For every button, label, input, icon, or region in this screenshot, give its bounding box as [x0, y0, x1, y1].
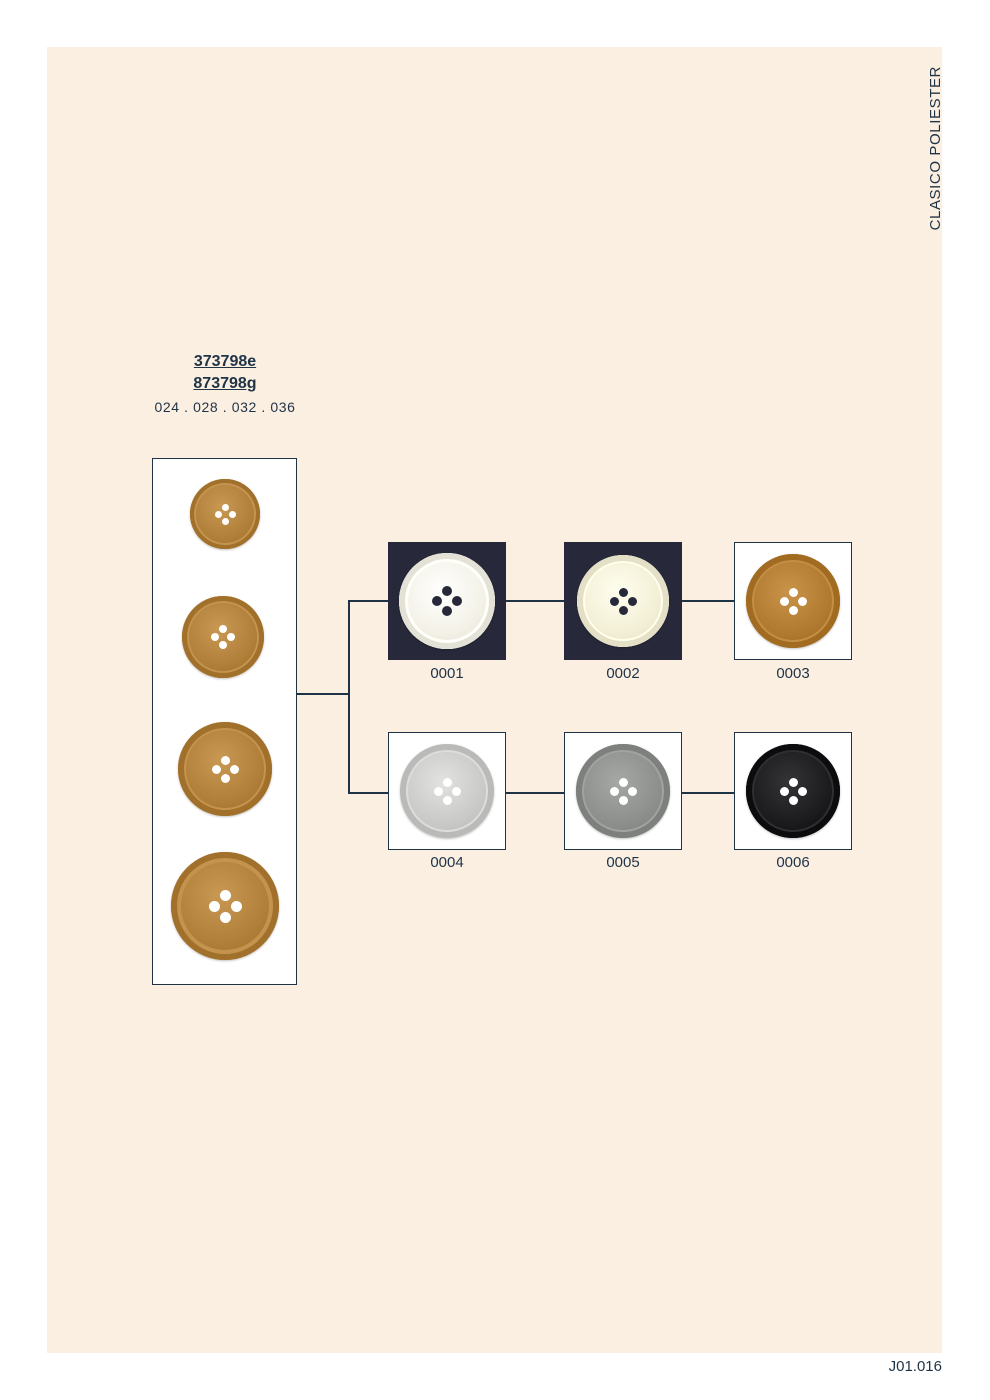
button-hole: [229, 764, 239, 774]
button-hole: [797, 596, 807, 606]
button-hole: [442, 606, 452, 616]
button-hole: [219, 889, 231, 901]
button-image: [746, 744, 840, 838]
color-code-label: 0003: [776, 665, 810, 682]
button-hole: [220, 755, 230, 765]
connector-line: [681, 792, 734, 794]
button-hole: [618, 795, 628, 805]
connector-line: [505, 792, 564, 794]
color-swatch-0003[interactable]: [734, 542, 852, 660]
button-hole: [211, 764, 221, 774]
button-hole: [618, 605, 628, 615]
button-hole: [609, 596, 619, 606]
button-hole: [451, 786, 461, 796]
button-hole: [214, 510, 222, 518]
connector-line: [505, 600, 564, 602]
button-hole: [442, 586, 452, 596]
color-code-label: 0002: [606, 665, 640, 682]
size-list: 024 . 028 . 032 . 036: [154, 399, 296, 415]
connector-line: [681, 600, 734, 602]
button-hole: [788, 587, 798, 597]
button-image: [576, 744, 670, 838]
button-hole: [221, 503, 229, 511]
button-hole: [618, 777, 628, 787]
button-hole: [433, 786, 443, 796]
button-hole: [788, 777, 798, 787]
color-swatch-0005[interactable]: [564, 732, 682, 850]
button-hole: [219, 641, 227, 649]
reference-link-1[interactable]: 373798e: [193, 353, 257, 370]
size-range-box: [152, 458, 297, 985]
connector-line: [348, 600, 388, 602]
button-hole: [779, 596, 789, 606]
page-number: J01.016: [888, 1358, 942, 1375]
button-image: [577, 555, 669, 647]
button-hole: [220, 773, 230, 783]
button-hole: [627, 786, 637, 796]
color-code-label: 0004: [430, 854, 464, 871]
button-hole: [230, 900, 242, 912]
connector-line: [348, 600, 350, 793]
button-image: [400, 744, 494, 838]
color-swatch-0002[interactable]: [564, 542, 682, 660]
button-hole: [788, 605, 798, 615]
button-hole: [432, 596, 442, 606]
collection-title: CLASICO POLIESTER: [927, 66, 944, 231]
connector-line: [297, 693, 349, 695]
button-hole: [452, 596, 462, 606]
button-hole: [788, 795, 798, 805]
button-hole: [228, 510, 236, 518]
button-hole: [797, 786, 807, 796]
button-hole: [618, 587, 628, 597]
color-code-label: 0005: [606, 854, 640, 871]
color-code-label: 0001: [430, 665, 464, 682]
button-hole: [609, 786, 619, 796]
color-swatch-0004[interactable]: [388, 732, 506, 850]
color-swatch-0006[interactable]: [734, 732, 852, 850]
button-size-036: [171, 852, 279, 960]
button-size-024: [190, 479, 260, 549]
button-hole: [208, 900, 220, 912]
button-hole: [219, 625, 227, 633]
button-size-028: [182, 596, 264, 678]
button-hole: [779, 786, 789, 796]
connector-line: [348, 792, 388, 794]
button-hole: [442, 795, 452, 805]
color-swatch-0001[interactable]: [388, 542, 506, 660]
button-hole: [211, 633, 219, 641]
color-code-label: 0006: [776, 854, 810, 871]
button-hole: [227, 633, 235, 641]
button-hole: [627, 596, 637, 606]
reference-block: 373798e 873798g 024 . 028 . 032 . 036: [145, 351, 305, 415]
button-image: [746, 554, 840, 648]
button-hole: [219, 911, 231, 923]
button-size-032: [178, 722, 272, 816]
button-image: [399, 553, 495, 649]
reference-link-2[interactable]: 873798g: [193, 375, 257, 392]
button-hole: [442, 777, 452, 787]
button-hole: [221, 517, 229, 525]
